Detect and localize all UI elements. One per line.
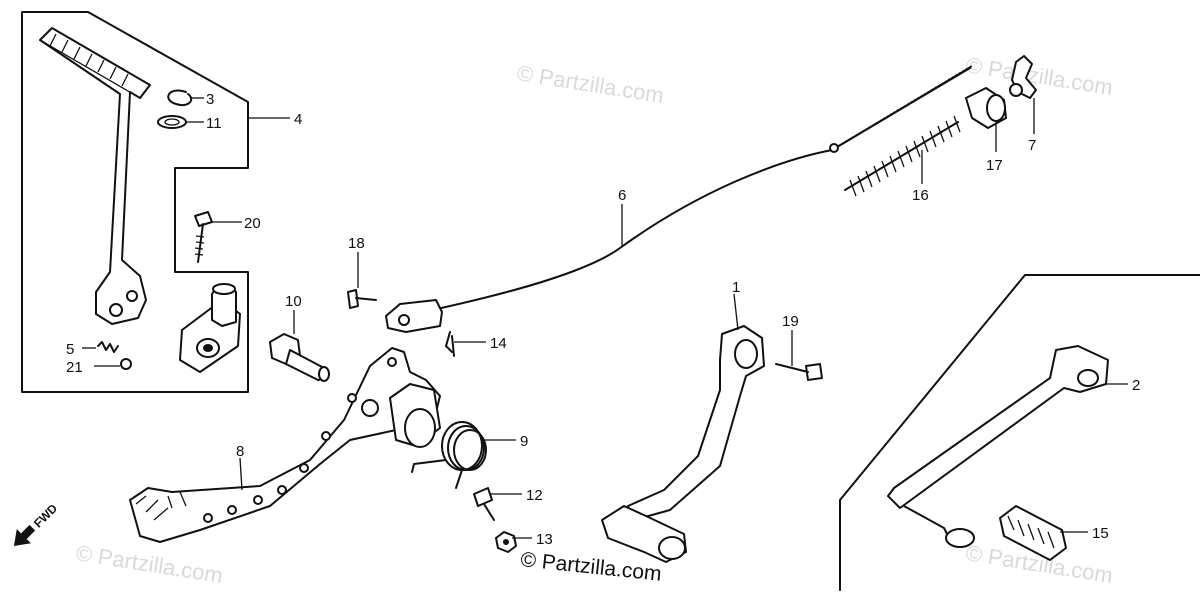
brake-pedal [129,347,441,543]
callout-17: 17 [986,157,1003,174]
adjusting-nut [1009,55,1037,99]
bolt-20 [194,211,213,263]
callout-10: 10 [285,293,302,310]
washer [157,115,187,129]
callout-15: 15 [1092,525,1109,542]
callout-8: 8 [236,443,244,460]
callout-6: 6 [618,187,626,204]
callout-1: 1 [732,279,740,296]
kick-arm-alt [887,345,1109,548]
callout-4: 4 [294,111,302,128]
hex-nut [495,531,517,553]
pedal-spring [411,421,487,489]
brake-rod [385,65,973,333]
callout-9: 9 [520,433,528,450]
leader-lines [82,97,1128,539]
pin-bolt [347,289,377,309]
callout-20: 20 [244,215,261,232]
forward-arrow-icon: FWD [13,501,60,547]
cotter-pin [445,331,455,357]
pivot-bolt [269,333,330,382]
inset-frame-right [839,274,1200,591]
callout-2: 2 [1132,377,1140,394]
callout-18: 18 [348,235,365,252]
watermark: © Partzilla.com [74,540,224,588]
callout-7: 7 [1028,137,1036,154]
callout-5: 5 [66,341,74,358]
callout-3: 3 [206,91,214,108]
callout-12: 12 [526,487,543,504]
callout-14: 14 [490,335,507,352]
pedal-bolt [775,363,823,381]
return-spring [844,115,961,197]
kick-rubber [999,505,1067,561]
credit-text: © Partzilla.com [519,548,662,586]
kick-starter-arm [38,27,151,325]
circlip [167,89,193,106]
gear-change-pedal [601,325,765,563]
adjusting-joint [965,87,1007,129]
watermark: © Partzilla.com [515,60,665,108]
callout-11: 11 [206,115,222,132]
kick-boss-clamp [179,283,241,373]
callout-21: 21 [66,359,83,376]
callout-13: 13 [536,531,553,548]
detent-spring [97,341,119,353]
callout-16: 16 [912,187,929,204]
detent-ball [120,358,132,370]
callout-19: 19 [782,313,799,330]
flange-bolt [473,487,495,521]
inset-frame-left [21,11,249,393]
forward-label: FWD [31,501,60,530]
